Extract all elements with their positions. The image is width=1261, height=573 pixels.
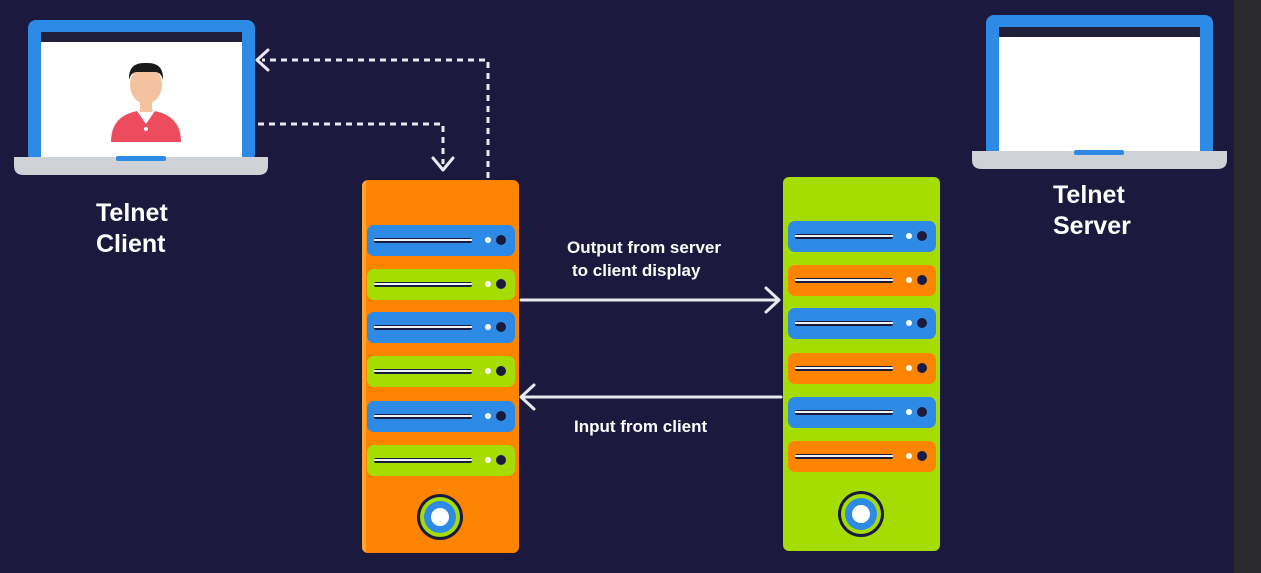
client-drive-5 [367, 401, 515, 432]
server-label-line1: Telnet [1053, 181, 1125, 209]
client-label-line2: Client [96, 230, 166, 258]
server-drive-5 [788, 397, 936, 428]
client-dashed-connector [258, 58, 490, 178]
client-drive-3 [367, 312, 515, 343]
server-drive-3 [788, 308, 936, 339]
client-server-tower [362, 180, 519, 553]
dashed-arrowhead-left [255, 48, 270, 72]
output-label-line1: Output from server [567, 238, 721, 257]
dashed-arrowhead-down [431, 156, 455, 172]
client-label-line1: Telnet [96, 199, 168, 227]
server-drive-1 [788, 221, 936, 252]
server-drive-2 [788, 265, 936, 296]
client-drive-1 [367, 225, 515, 256]
server-laptop-icon [972, 15, 1227, 169]
output-arrow [519, 286, 781, 314]
client-drive-6 [367, 445, 515, 476]
client-label: Telnet Client [96, 198, 168, 260]
input-arrow [519, 383, 783, 411]
client-drive-4 [367, 356, 515, 387]
server-power-button-icon [838, 491, 884, 537]
output-label: Output from server to client display [567, 236, 721, 282]
server-label: Telnet Server [1053, 180, 1131, 242]
client-laptop-icon [14, 20, 268, 175]
telnet-server-tower [783, 177, 940, 551]
client-power-button-icon [417, 494, 463, 540]
server-label-line2: Server [1053, 212, 1131, 240]
user-avatar-icon [111, 62, 181, 142]
client-drive-2 [367, 269, 515, 300]
server-drive-6 [788, 441, 936, 472]
server-drive-4 [788, 353, 936, 384]
dashed-line-up [262, 58, 490, 178]
input-label: Input from client [574, 417, 708, 436]
output-label-line2: to client display [572, 261, 701, 280]
dashed-line-down [258, 122, 445, 164]
edge-strip [1234, 0, 1261, 573]
